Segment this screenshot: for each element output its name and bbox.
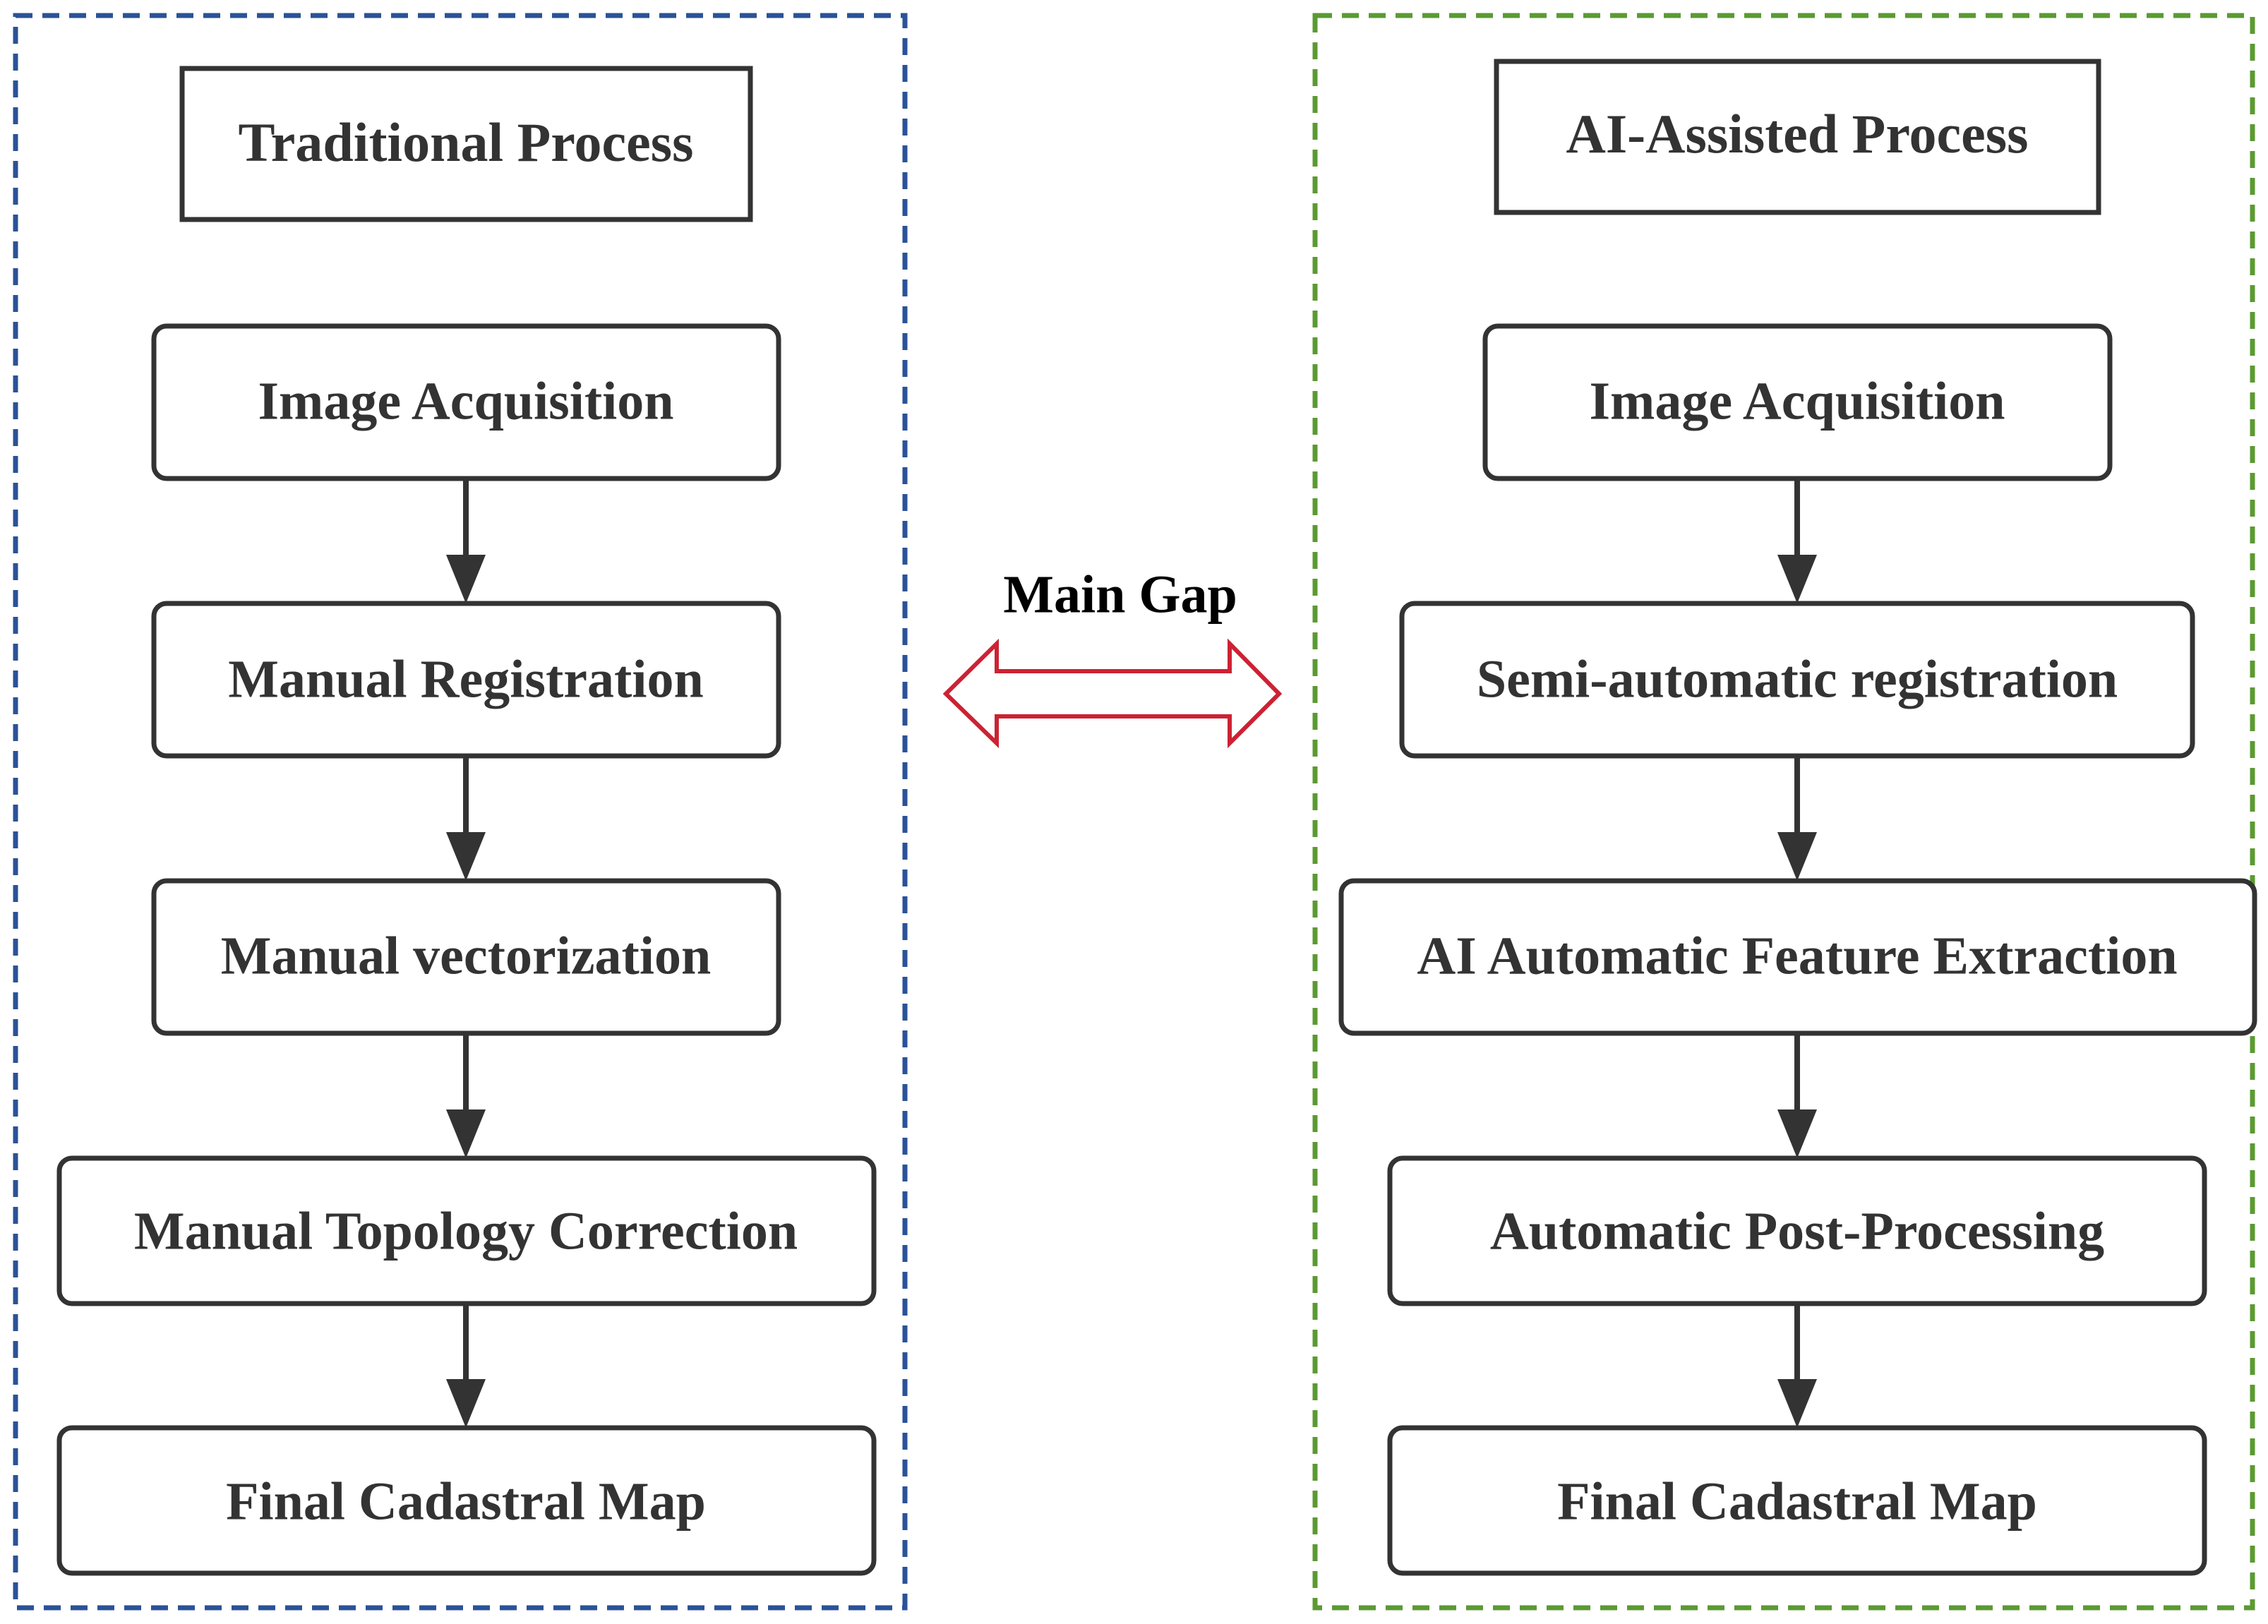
down-arrow-icon: [1777, 1035, 1817, 1158]
step-label: Final Cadastral Map: [1557, 1472, 2037, 1531]
step-label: Image Acquisition: [1589, 371, 2005, 431]
step-label: Final Cadastral Map: [226, 1472, 706, 1531]
step-label: Manual Topology Correction: [134, 1201, 798, 1261]
ai-step-3: AI Automatic Feature Extraction: [1338, 878, 2257, 1036]
ai-assisted-title-box: AI-Assisted Process: [1494, 59, 2101, 215]
traditional-step-3: Manual vectorization: [151, 878, 781, 1036]
step-label: Manual Registration: [228, 649, 703, 709]
traditional-arrows: [446, 481, 486, 1428]
main-gap-label: Main Gap: [1003, 565, 1237, 624]
ai-step-1: Image Acquisition: [1482, 323, 2113, 481]
ai-step-4: Automatic Post-Processing: [1387, 1155, 2207, 1306]
traditional-title-box: Traditional Process: [179, 66, 753, 222]
down-arrow-icon: [1777, 481, 1817, 603]
ai-assisted-arrows: [1777, 481, 1817, 1428]
step-label: Manual vectorization: [221, 926, 711, 985]
traditional-frame: [13, 13, 908, 1611]
ai-assisted-steps: Image Acquisition Semi-automatic registr…: [1338, 323, 2257, 1576]
ai-step-5: Final Cadastral Map: [1387, 1425, 2207, 1576]
down-arrow-icon: [1777, 1306, 1817, 1428]
traditional-title: Traditional Process: [239, 112, 694, 173]
double-arrow-icon: [942, 638, 1283, 749]
down-arrow-icon: [446, 1035, 486, 1158]
traditional-steps: Image Acquisition Manual Registration Ma…: [56, 323, 877, 1576]
down-arrow-icon: [1777, 758, 1817, 881]
step-label: Automatic Post-Processing: [1490, 1201, 2104, 1261]
step-label: Semi-automatic registration: [1477, 649, 2118, 709]
step-label: AI Automatic Feature Extraction: [1417, 926, 2177, 985]
step-label: Image Acquisition: [258, 371, 673, 431]
traditional-step-1: Image Acquisition: [151, 323, 781, 481]
traditional-step-4: Manual Topology Correction: [56, 1155, 877, 1306]
ai-assisted-title: AI-Assisted Process: [1566, 103, 2028, 164]
traditional-step-5: Final Cadastral Map: [56, 1425, 877, 1576]
ai-assisted-frame: [1312, 13, 2255, 1611]
down-arrow-icon: [446, 1306, 486, 1428]
ai-step-2: Semi-automatic registration: [1399, 601, 2195, 759]
down-arrow-icon: [446, 481, 486, 603]
traditional-step-2: Manual Registration: [151, 601, 781, 759]
down-arrow-icon: [446, 758, 486, 881]
